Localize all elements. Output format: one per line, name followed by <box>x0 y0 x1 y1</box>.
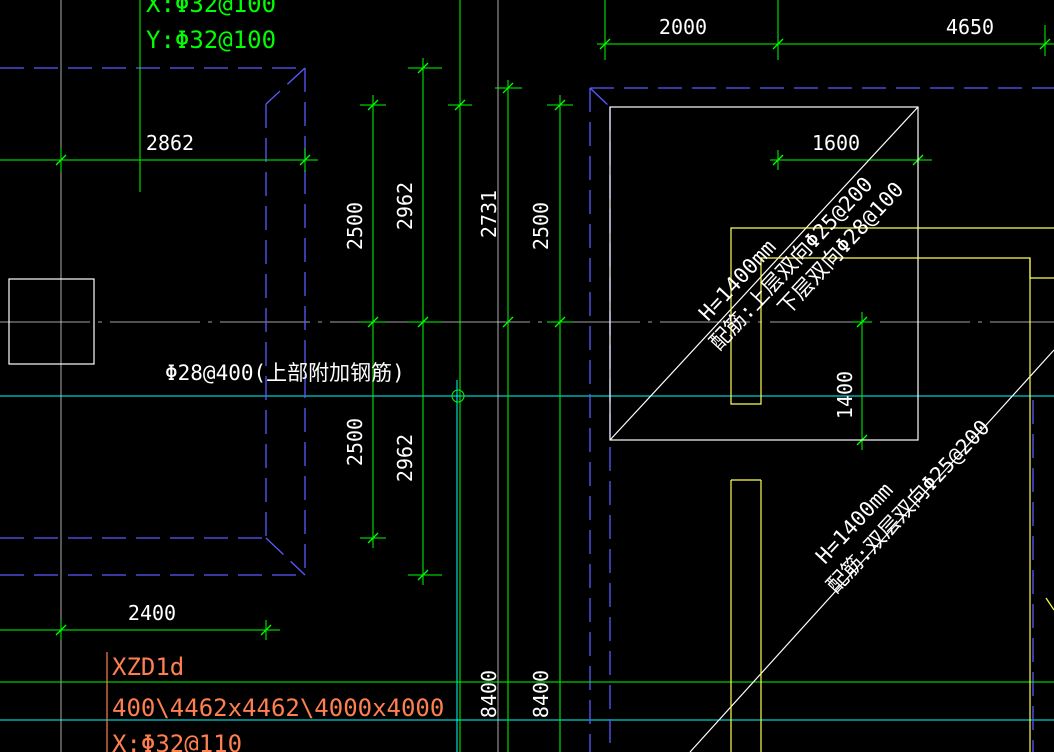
dim-2962-b: 2962 <box>393 434 417 482</box>
slab-upper-annotation: H=1400mm 配筋:上层双向Φ25@200 下层双向Φ28@100 <box>694 172 908 354</box>
label-rebar-x: X:Φ32@110 <box>112 730 242 752</box>
dim-2500-b: 2500 <box>529 202 553 250</box>
slab-lower-annotation: H=1400mm 配筋:双层双向Φ25@200 <box>811 415 994 597</box>
slab-outlines <box>8 106 1054 752</box>
dim-2500-a: 2500 <box>343 202 367 250</box>
dim-8400-a: 8400 <box>477 670 501 718</box>
dim-2962-a: 2962 <box>393 182 417 230</box>
rebar-top-x: X:Φ32@100 <box>146 0 276 18</box>
axis-marker <box>451 389 465 403</box>
label-size: 400\4462x4462\4000x4000 <box>112 694 444 722</box>
rebar-top-y: Y:Φ32@100 <box>146 26 276 54</box>
dim-2731: 2731 <box>477 190 501 238</box>
dim-4650: 4650 <box>946 15 994 39</box>
dim-ticks <box>55 38 1051 636</box>
axis-lines <box>0 380 1054 752</box>
diagonal-upper <box>609 106 919 441</box>
slab-lower-line1: 配筋:双层双向Φ25@200 <box>822 415 994 597</box>
dim-2500-c: 2500 <box>343 418 367 466</box>
diagonal-lower <box>689 349 1054 752</box>
dim-2400: 2400 <box>128 601 176 625</box>
dim-1600: 1600 <box>812 131 860 155</box>
rebar-note: Φ28@400(上部附加钢筋) <box>165 361 405 385</box>
dim-2862: 2862 <box>146 131 194 155</box>
pile-cap-upper <box>609 106 919 441</box>
dim-2000: 2000 <box>659 15 707 39</box>
label-name: XZD1d <box>112 653 184 681</box>
dashed-outlines <box>0 67 1054 752</box>
column-square-left <box>8 278 95 365</box>
column-outlines <box>730 227 1054 752</box>
dim-1400: 1400 <box>833 371 857 419</box>
dim-8400-b: 8400 <box>529 670 553 718</box>
column-upper <box>730 227 1054 405</box>
